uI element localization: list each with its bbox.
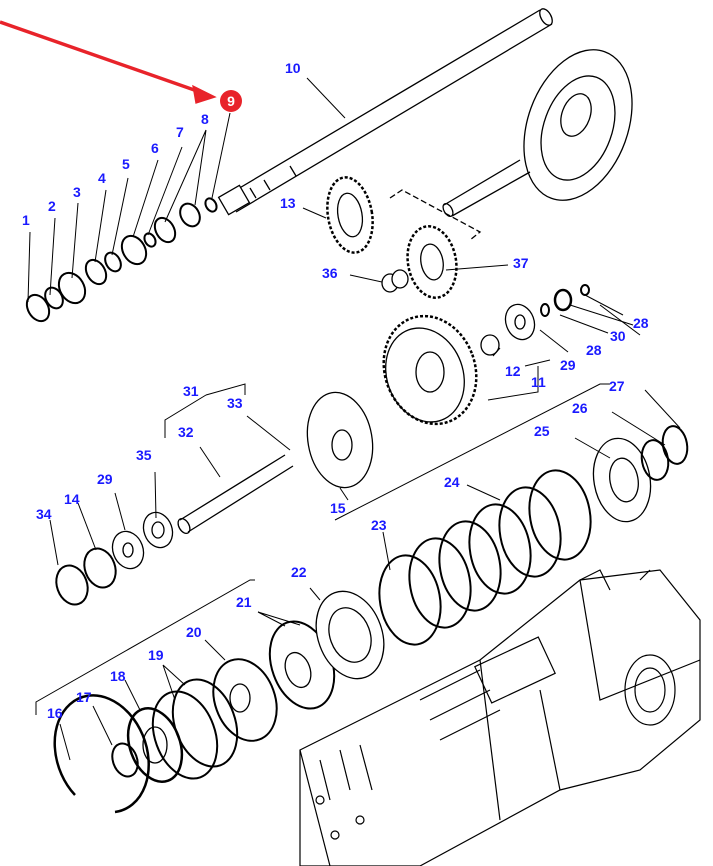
callout-17[interactable]: 17 [76,689,92,705]
callout-15[interactable]: 15 [330,500,346,516]
callout-29-right[interactable]: 29 [560,357,576,373]
main-shaft [217,8,553,216]
callout-19[interactable]: 19 [148,647,164,663]
gear-13 [326,176,374,254]
callout-1[interactable]: 1 [22,212,30,228]
callout-37[interactable]: 37 [513,255,529,271]
callout-36[interactable]: 36 [322,265,338,281]
callout-35[interactable]: 35 [136,447,152,463]
transmission-housing [299,569,701,866]
callout-27[interactable]: 27 [609,378,625,394]
callout-8[interactable]: 8 [201,111,209,127]
callout-3[interactable]: 3 [73,184,81,200]
clutch-hub-15 [306,391,374,489]
callout-22[interactable]: 22 [291,564,307,580]
shaft-small-parts [25,197,218,323]
callout-28-upper[interactable]: 28 [633,315,649,331]
callout-30[interactable]: 30 [610,328,626,344]
callout-16[interactable]: 16 [47,705,63,721]
callout-25[interactable]: 25 [534,423,550,439]
callout-29-left[interactable]: 29 [97,471,113,487]
callout-14[interactable]: 14 [64,491,80,507]
callout-32[interactable]: 32 [178,424,194,440]
callout-20[interactable]: 20 [186,624,202,640]
output-flange [442,49,633,218]
callout-21[interactable]: 21 [236,594,252,610]
clutch-drum-11 [382,314,478,426]
gear-37 [389,189,482,299]
piston-parts [53,590,385,814]
highlight-arrow [0,20,217,104]
leader-lines [27,77,681,761]
callout-26[interactable]: 26 [572,400,588,416]
callout-4[interactable]: 4 [98,170,106,186]
bearing-parts-right [480,284,590,356]
callout-24[interactable]: 24 [444,474,460,490]
highlighted-part-badge[interactable]: 9 [220,90,242,112]
callout-33[interactable]: 33 [227,395,243,411]
shaft-32 [177,454,294,535]
callout-34[interactable]: 34 [36,506,52,522]
callout-13[interactable]: 13 [280,195,296,211]
callout-2[interactable]: 2 [48,198,56,214]
callout-12[interactable]: 12 [505,363,521,379]
callout-23[interactable]: 23 [371,517,387,533]
callout-6[interactable]: 6 [151,140,159,156]
callout-5[interactable]: 5 [122,156,130,172]
callout-7[interactable]: 7 [176,124,184,140]
clutch-plates [378,425,689,646]
callout-10[interactable]: 10 [285,60,301,76]
left-rings [55,511,174,606]
bushing-36 [381,269,409,293]
callout-18[interactable]: 18 [110,668,126,684]
callout-31[interactable]: 31 [183,383,199,399]
callout-11[interactable]: 11 [531,374,546,390]
callout-28-lower[interactable]: 28 [586,342,602,358]
